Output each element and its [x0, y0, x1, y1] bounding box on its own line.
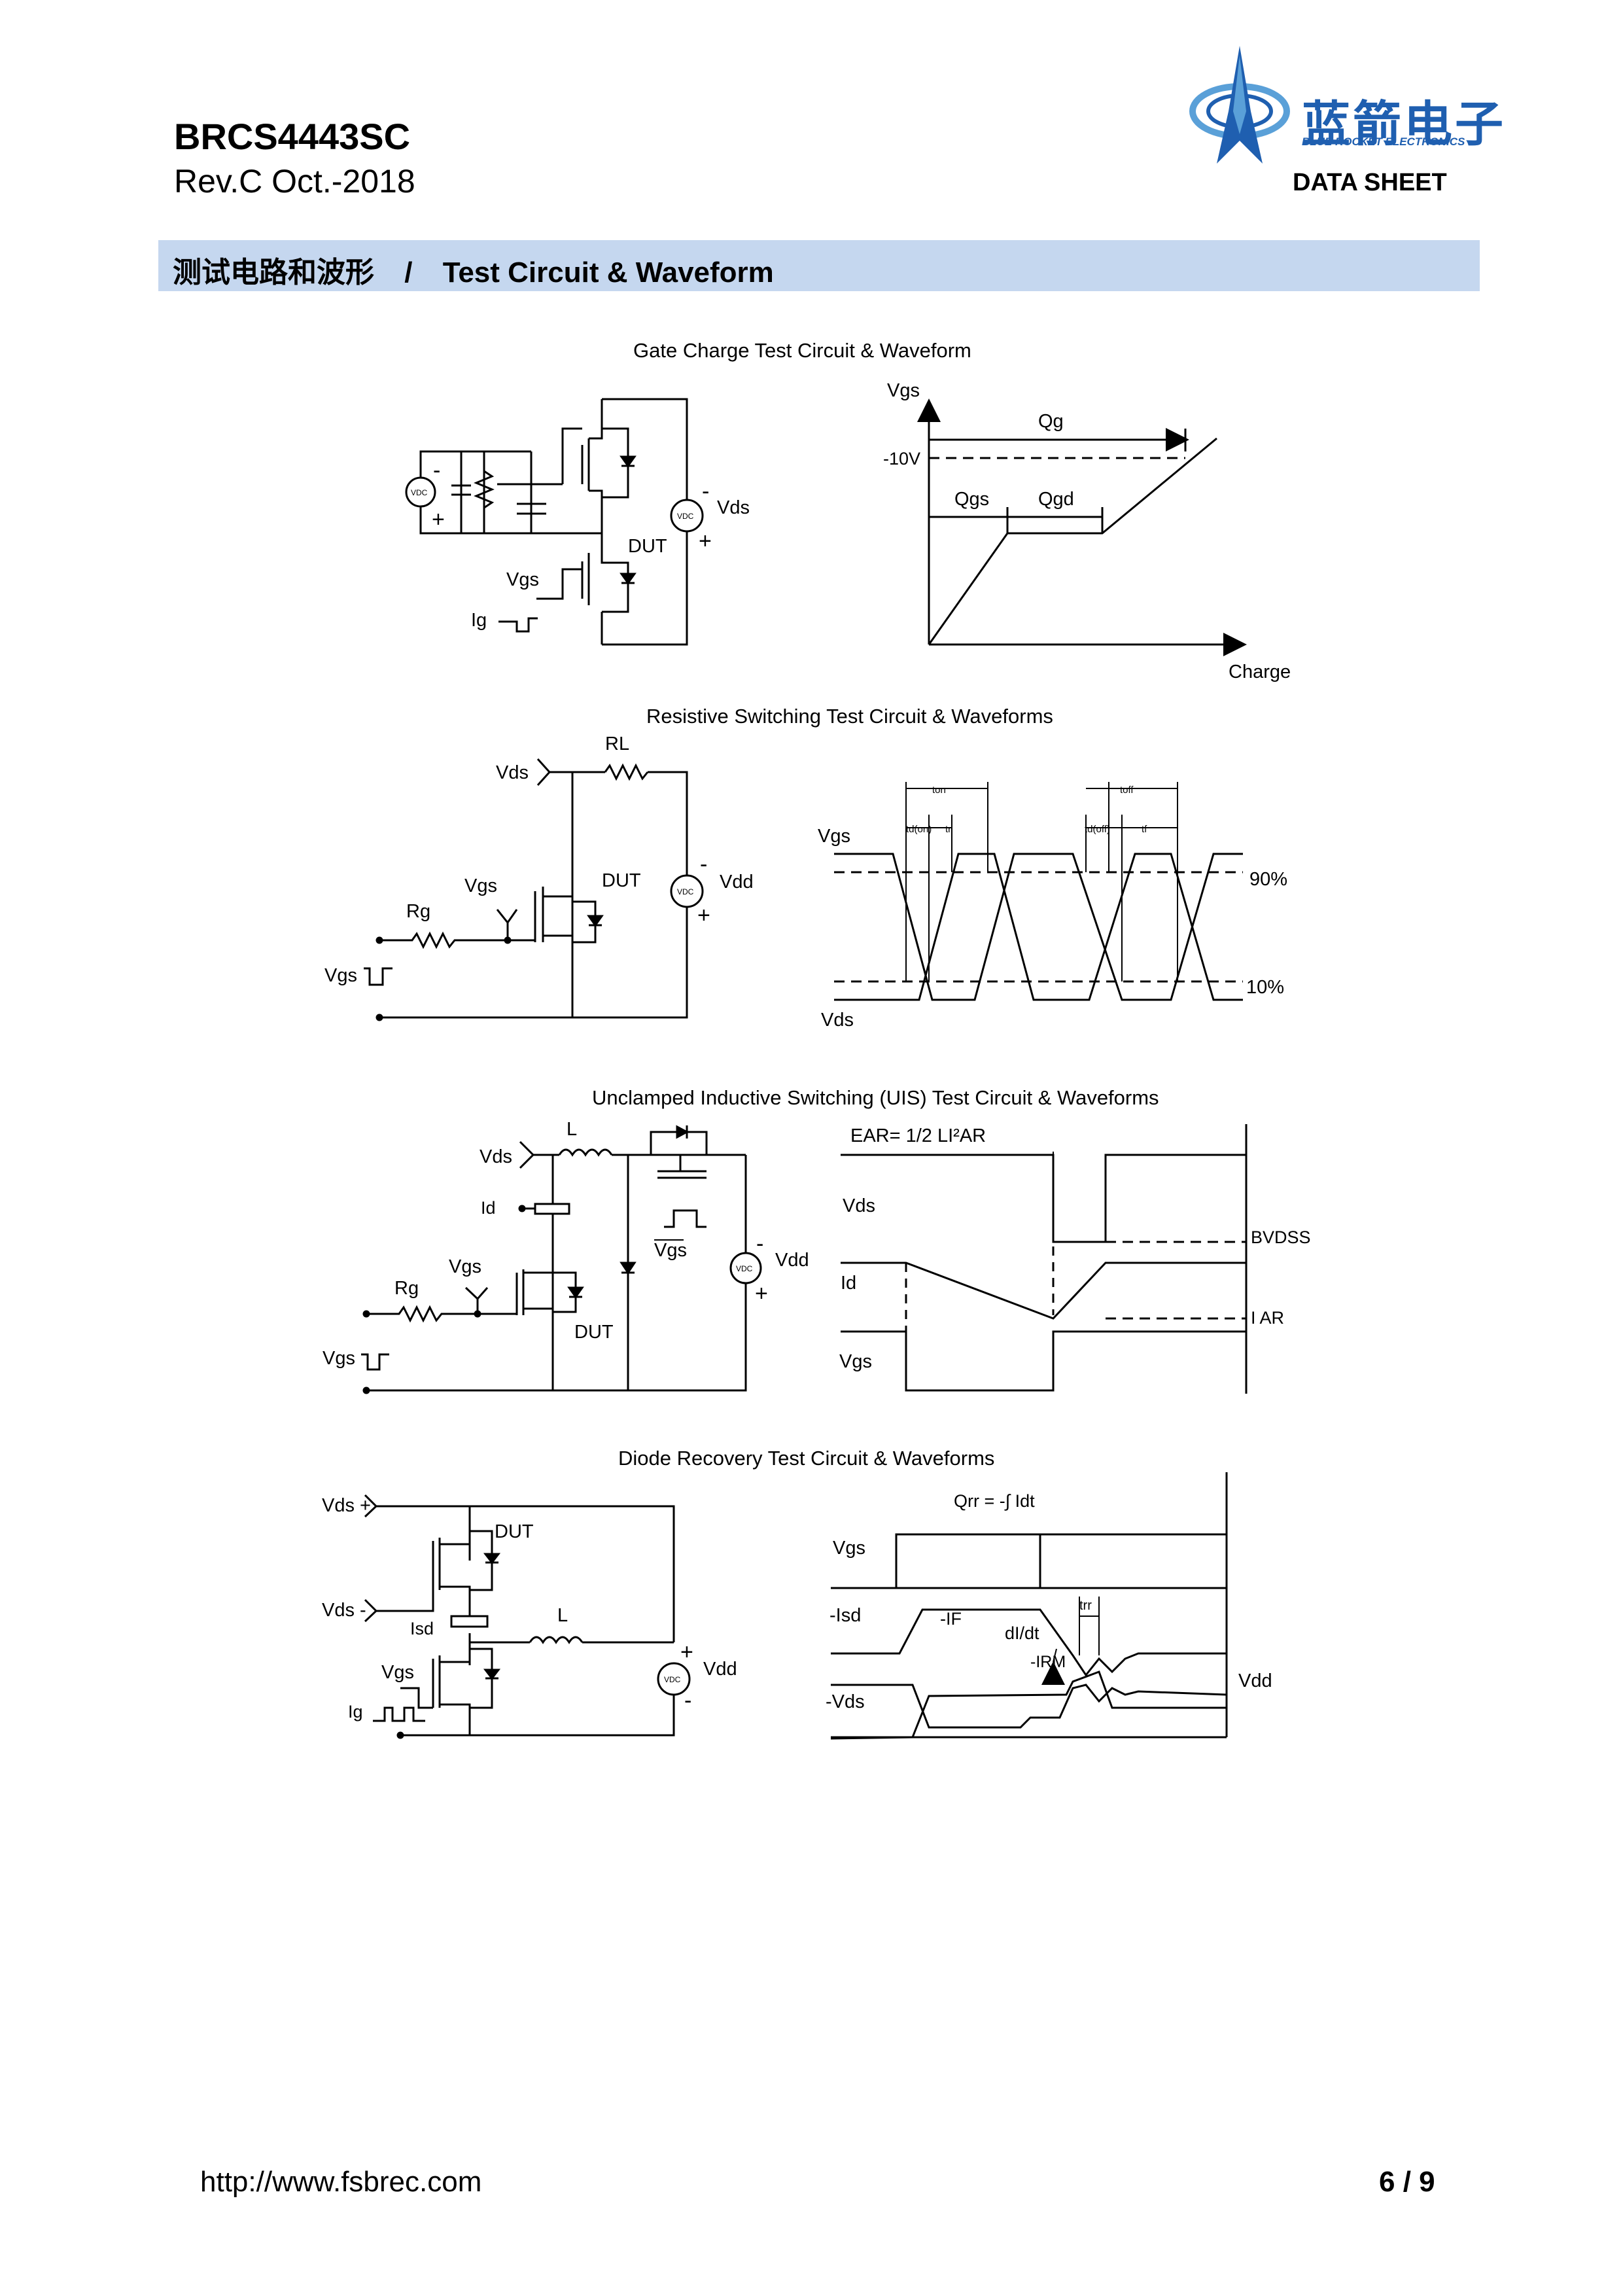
svg-text:VDC: VDC — [664, 1675, 681, 1684]
svg-text:dI/dt: dI/dt — [1005, 1623, 1039, 1643]
svg-text:Vdd: Vdd — [1238, 1670, 1272, 1691]
svg-text:+: + — [697, 903, 710, 928]
svg-text:+: + — [680, 1640, 693, 1665]
svg-text:Vgs: Vgs — [839, 1351, 872, 1372]
svg-text:+: + — [755, 1281, 768, 1306]
footer-url[interactable]: http://www.fsbrec.com — [200, 2166, 482, 2198]
svg-text:Vgs: Vgs — [506, 569, 539, 590]
svg-text:+: + — [432, 507, 445, 532]
svg-text:Vds -: Vds - — [322, 1600, 366, 1621]
svg-text:Vds: Vds — [496, 762, 529, 783]
svg-text:Vds: Vds — [843, 1195, 875, 1216]
svg-text:-: - — [684, 1688, 691, 1713]
svg-text:Vgs: Vgs — [381, 1662, 414, 1683]
svg-text:Rg: Rg — [406, 901, 430, 922]
section-title: 测试电路和波形 / Test Circuit & Waveform — [173, 249, 774, 291]
logo-text-en: BLUE ROCKET ELECTRONICS — [1302, 135, 1465, 148]
svg-text:-Vds: -Vds — [826, 1691, 865, 1712]
svg-text:Qg: Qg — [1038, 411, 1064, 432]
svg-text:trr: trr — [1079, 1598, 1092, 1613]
svg-text:Vds: Vds — [821, 1010, 854, 1031]
resistive-title: Resistive Switching Test Circuit & Wavef… — [646, 705, 1053, 728]
svg-text:L: L — [567, 1119, 577, 1140]
svg-text:tr: tr — [945, 824, 951, 835]
svg-text:td(off): td(off) — [1085, 824, 1110, 835]
svg-text:Isd: Isd — [410, 1619, 434, 1638]
svg-text:VDC: VDC — [411, 488, 428, 497]
svg-text:Vgs: Vgs — [887, 380, 920, 401]
svg-text:Vgs: Vgs — [833, 1538, 865, 1559]
svg-text:10%: 10% — [1246, 977, 1284, 998]
svg-text:EAR= 1/2 LI²AR: EAR= 1/2 LI²AR — [850, 1125, 986, 1146]
revision: Rev.C Oct.-2018 — [174, 163, 415, 200]
svg-text:Vgs: Vgs — [449, 1256, 481, 1277]
svg-text:VDC: VDC — [677, 512, 694, 521]
svg-text:Rg: Rg — [394, 1278, 419, 1299]
svg-text:-Isd: -Isd — [829, 1605, 861, 1626]
svg-text:-: - — [700, 852, 707, 877]
svg-text:90%: 90% — [1249, 869, 1287, 890]
svg-text:tf: tf — [1142, 824, 1147, 835]
svg-text:+: + — [699, 529, 712, 554]
svg-text:td(on): td(on) — [906, 824, 932, 835]
svg-text:-IF: -IF — [940, 1609, 962, 1629]
svg-text:Qgs: Qgs — [954, 489, 989, 510]
svg-text:-: - — [756, 1231, 763, 1256]
svg-text:Id: Id — [481, 1198, 496, 1218]
svg-text:Qgd: Qgd — [1038, 489, 1074, 510]
svg-text:L: L — [557, 1605, 568, 1626]
diode-waveform: Qrr = -∫ Idt Vgs -Isd -IF dI/dt trr -IRM… — [826, 1472, 1272, 1740]
svg-text:Vdd: Vdd — [775, 1250, 809, 1271]
svg-text:-: - — [433, 458, 440, 483]
svg-text:Vgs: Vgs — [464, 875, 497, 896]
section-title-cn: 测试电路和波形 — [173, 256, 374, 289]
svg-text:Qrr = -∫ Idt: Qrr = -∫ Idt — [954, 1491, 1035, 1511]
svg-text:BVDSS: BVDSS — [1251, 1227, 1311, 1247]
diode-title: Diode Recovery Test Circuit & Waveforms — [618, 1447, 994, 1470]
svg-text:Vgs: Vgs — [324, 965, 357, 986]
svg-text:Vgs: Vgs — [323, 1348, 355, 1369]
svg-text:-: - — [702, 479, 709, 504]
svg-text:Vdd: Vdd — [703, 1659, 737, 1680]
svg-text:Ig: Ig — [348, 1702, 363, 1722]
svg-text:DUT: DUT — [628, 536, 667, 557]
section-title-en: Test Circuit & Waveform — [442, 256, 774, 289]
svg-text:-10V: -10V — [883, 449, 920, 468]
resistive-waveform: ton toff td(on) tr td(off) tf Vgs Vds 90… — [818, 782, 1287, 1031]
svg-text:VDC: VDC — [736, 1264, 753, 1273]
gate-charge-circuit: VDC - + VDC - Vds + DUT Vgs I — [405, 398, 750, 646]
uis-waveform: EAR= 1/2 LI²AR Vds Id Vgs BVDSS I AR — [839, 1124, 1311, 1394]
diode-circuit: Vds + DUT Vds - Isd L Vgs Ig — [322, 1494, 737, 1739]
gate-charge-waveform: Vgs Qg -10V Qgs Qgd Charge — [883, 380, 1291, 682]
svg-text:RL: RL — [605, 733, 629, 754]
svg-text:Vds: Vds — [480, 1146, 512, 1167]
resistive-circuit: Vds RL VDC - Vdd + DUT Rg Vgs Vgs — [324, 733, 754, 1021]
svg-text:DUT: DUT — [495, 1521, 534, 1542]
section-title-separator: / — [404, 256, 413, 289]
svg-text:Id: Id — [841, 1273, 856, 1294]
svg-text:DUT: DUT — [602, 870, 641, 891]
logo-text-cn: 蓝箭电子 — [1302, 96, 1506, 152]
svg-text:Ig: Ig — [471, 610, 487, 631]
svg-text:ton: ton — [932, 785, 946, 796]
uis-title: Unclamped Inductive Switching (UIS) Test… — [592, 1086, 1159, 1109]
svg-text:I AR: I AR — [1251, 1308, 1284, 1328]
gate-charge-title: Gate Charge Test Circuit & Waveform — [633, 339, 971, 362]
svg-text:Vds: Vds — [717, 497, 750, 518]
part-number: BRCS4443SC — [174, 116, 411, 157]
svg-text:Charge: Charge — [1229, 662, 1291, 682]
svg-text:Vds +: Vds + — [322, 1495, 371, 1516]
page-number: 6 / 9 — [1379, 2166, 1435, 2198]
svg-text:toff: toff — [1120, 785, 1134, 796]
svg-text:Vgs: Vgs — [654, 1240, 687, 1261]
svg-text:Vdd: Vdd — [720, 872, 754, 892]
doc-type: DATA SHEET — [1293, 169, 1447, 196]
svg-text:VDC: VDC — [677, 887, 694, 896]
svg-text:DUT: DUT — [574, 1322, 614, 1343]
svg-text:-IRM: -IRM — [1030, 1653, 1066, 1671]
section-banner — [158, 240, 1480, 291]
uis-circuit: Vds L Id Vgs VDC - Vdd + — [323, 1119, 809, 1394]
svg-text:Vgs: Vgs — [818, 826, 850, 847]
